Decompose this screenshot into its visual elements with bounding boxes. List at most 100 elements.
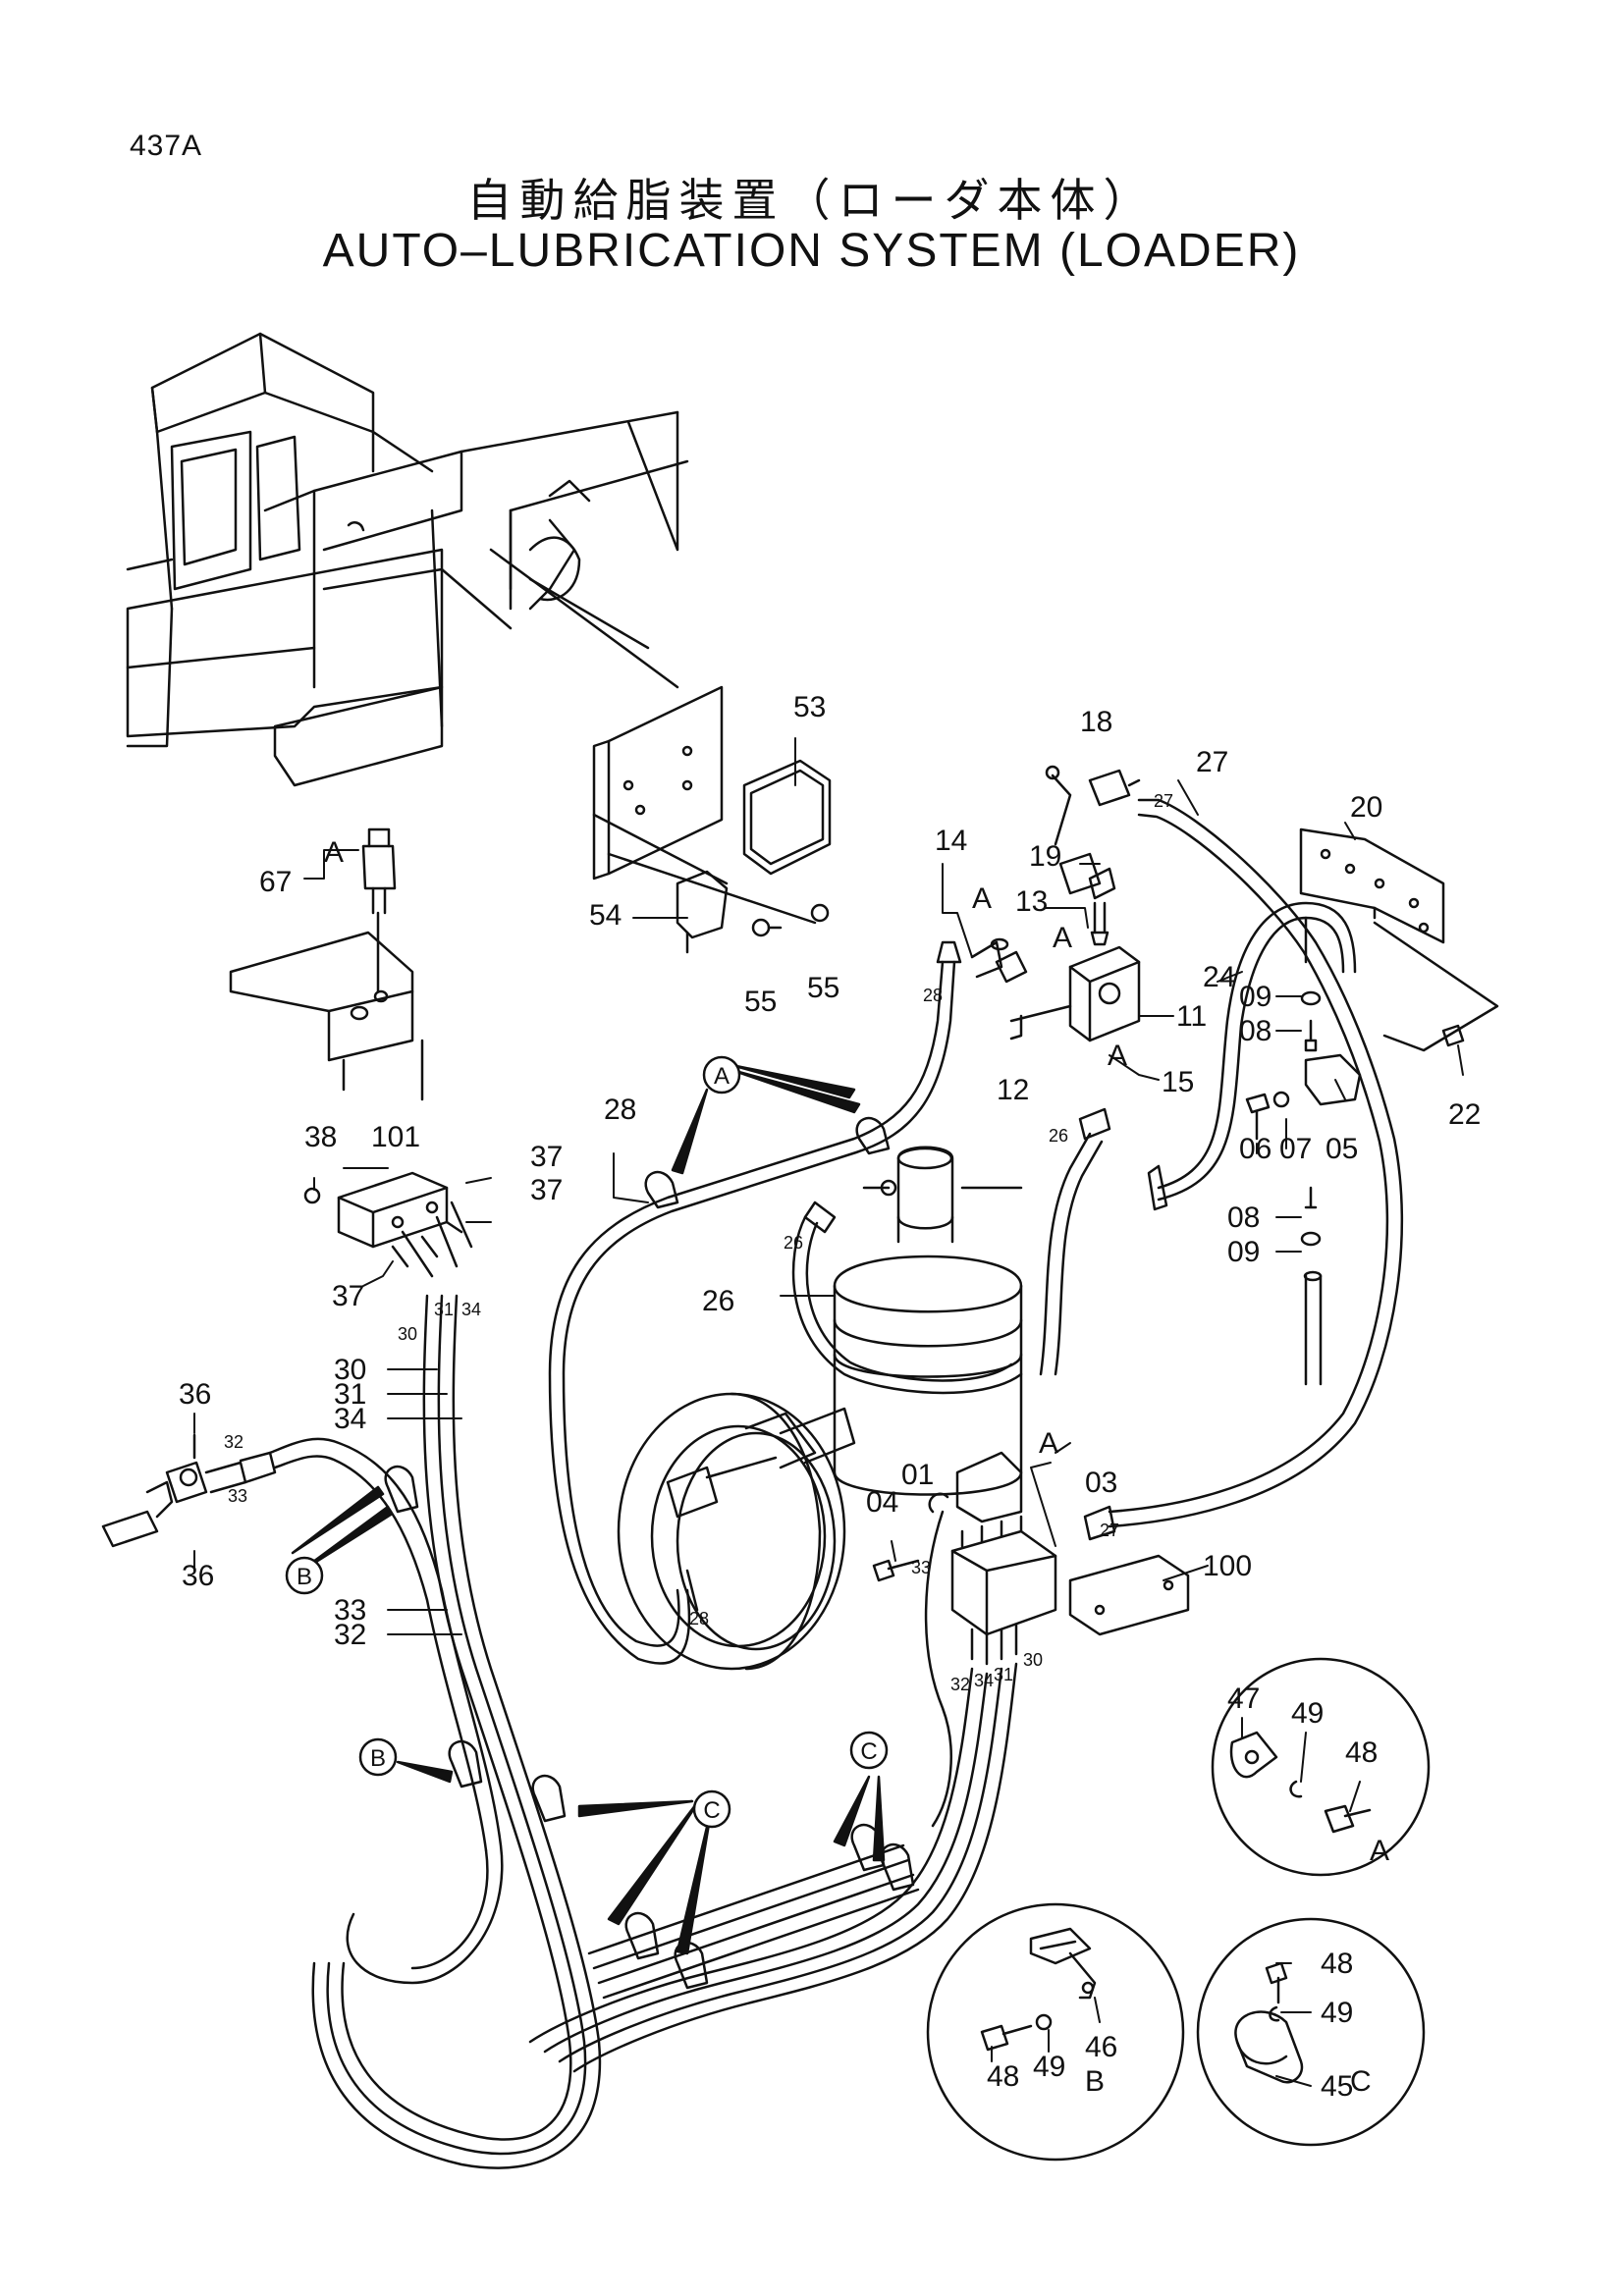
- distributor-101: [303, 1171, 473, 1278]
- part-53-label: 53: [793, 691, 826, 723]
- hose-tag-31: 31: [994, 1665, 1013, 1684]
- part-49-label: 49: [1321, 1997, 1353, 2029]
- part-11-label: 11: [1176, 1000, 1207, 1033]
- hose-reel: [617, 1392, 856, 1671]
- part-45-label: 45: [1321, 2070, 1353, 2103]
- hose-tag-33: 33: [911, 1558, 931, 1577]
- detail-circle-b: [926, 1902, 1185, 2162]
- coupling-36: [101, 1433, 277, 1548]
- part-05-label: 05: [1325, 1133, 1358, 1165]
- hose-24: [1147, 901, 1357, 1211]
- part-20-label: 20: [1350, 791, 1382, 824]
- part-37-label: 37: [530, 1174, 563, 1206]
- hose-tag-30: 30: [1023, 1650, 1043, 1670]
- part-101-label: 101: [371, 1121, 420, 1153]
- clamp-a: [644, 1117, 891, 1209]
- part-37-label: 37: [530, 1141, 563, 1173]
- part-48-label: 48: [1321, 1948, 1353, 1980]
- hose-bundle-right: [528, 1510, 1018, 2073]
- part-28-label: 28: [604, 1094, 636, 1126]
- hose-tag-32: 32: [224, 1432, 243, 1452]
- part-38-label: 38: [304, 1121, 337, 1153]
- part-08-label: 08: [1227, 1201, 1260, 1234]
- part-08-label: 08: [1239, 1015, 1271, 1047]
- callout-circles: [285, 1055, 889, 1829]
- hose-tag-28: 28: [689, 1609, 709, 1629]
- detail-circle-c: [1196, 1917, 1426, 2147]
- machine-overview: [126, 332, 689, 787]
- part-48-label: 48: [987, 2060, 1019, 2093]
- part-31-label: 31: [334, 1378, 366, 1411]
- part-19-label: 19: [1029, 840, 1061, 873]
- part-14-label: 14: [935, 825, 967, 857]
- hose-tag-28: 28: [923, 986, 943, 1005]
- part-33-label: 33: [334, 1594, 366, 1627]
- callout-a-15: A: [1108, 1040, 1127, 1072]
- part-13-label: 13: [1015, 885, 1048, 918]
- valve-assembly: [970, 765, 1141, 1042]
- hose-tag-32: 32: [950, 1675, 970, 1694]
- hose-tag-31: 31: [434, 1300, 454, 1319]
- hose-28: [548, 940, 962, 1665]
- detail-label-b: B: [1085, 2065, 1105, 2098]
- part-37-label: 37: [332, 1280, 364, 1312]
- detail-label-c: C: [1350, 2065, 1372, 2098]
- page-title-japanese: 自動給脂装置（ローダ本体）: [466, 174, 1157, 227]
- callout-a-circle: A: [714, 1063, 730, 1090]
- part-18-label: 18: [1080, 706, 1112, 738]
- callout-letters: A B B C C A A A A A A B C: [297, 836, 1389, 2098]
- part-09-label: 09: [1227, 1236, 1260, 1268]
- grease-pump: [791, 1107, 1111, 1496]
- callout-b-circle: B: [297, 1564, 312, 1590]
- part-07-label: 07: [1279, 1133, 1312, 1165]
- hose-27: [1083, 798, 1404, 1541]
- part-55-label: 55: [807, 972, 839, 1004]
- callout-a-14: A: [972, 882, 992, 915]
- page-code: 437A: [130, 130, 203, 162]
- hose-tag-27: 27: [1100, 1521, 1119, 1540]
- part-36-label: 36: [179, 1378, 211, 1411]
- part-55-label: 55: [744, 986, 777, 1018]
- bracket-20: [1299, 828, 1499, 1052]
- controller-plate: [592, 685, 832, 954]
- part-67-label: 67: [259, 866, 292, 898]
- callout-c-circle: C: [703, 1797, 720, 1824]
- callout-a-13: A: [1053, 922, 1072, 954]
- part-12-label: 12: [997, 1074, 1029, 1106]
- part-48-label: 48: [1345, 1736, 1378, 1769]
- hose-tag-26: 26: [1049, 1126, 1068, 1146]
- callout-b-circle: B: [370, 1745, 386, 1772]
- hose-tag-34: 34: [974, 1671, 994, 1690]
- detail-label-a: A: [1370, 1835, 1389, 1867]
- hose-tag-33: 33: [228, 1486, 247, 1506]
- hose-bundle-left: [311, 1294, 602, 2169]
- leader-lines: [193, 737, 1464, 2087]
- page-title: AUTO–LUBRICATION SYSTEM (LOADER): [322, 225, 1301, 277]
- callout-markers: [291, 1063, 886, 1955]
- part-47-label: 47: [1227, 1682, 1260, 1715]
- part-67-switch: [229, 828, 424, 1101]
- part-27-label: 27: [1196, 746, 1228, 778]
- part-26-label: 26: [702, 1285, 734, 1317]
- callout-c-circle: C: [860, 1738, 877, 1765]
- part-49-label: 49: [1033, 2051, 1065, 2083]
- part-04-label: 04: [866, 1486, 898, 1519]
- part-54-label: 54: [589, 899, 622, 932]
- part-30-label: 30: [334, 1354, 366, 1386]
- fittings-05-09: [1245, 990, 1362, 1386]
- callout-a-03: A: [1039, 1427, 1058, 1460]
- hose-tags: 28 28 27 27 26 26 30 31 34 32 33 33 32 3…: [224, 791, 1173, 1694]
- part-32-label: 32: [334, 1619, 366, 1651]
- part-numbers: 67 53 54 55 55 14 18 19 27 20 13 11 12 1…: [179, 691, 1481, 2103]
- hose-tag-34: 34: [461, 1300, 481, 1319]
- part-49-label: 49: [1291, 1697, 1324, 1730]
- part-09-label: 09: [1239, 981, 1271, 1013]
- part-03-label: 03: [1085, 1467, 1117, 1499]
- detail-circle-a: [1211, 1657, 1431, 1877]
- part-06-label: 06: [1239, 1133, 1271, 1165]
- part-46-label: 46: [1085, 2031, 1117, 2063]
- hose-tag-27: 27: [1154, 791, 1173, 811]
- hose-tag-26: 26: [784, 1233, 803, 1253]
- hose-tag-30: 30: [398, 1324, 417, 1344]
